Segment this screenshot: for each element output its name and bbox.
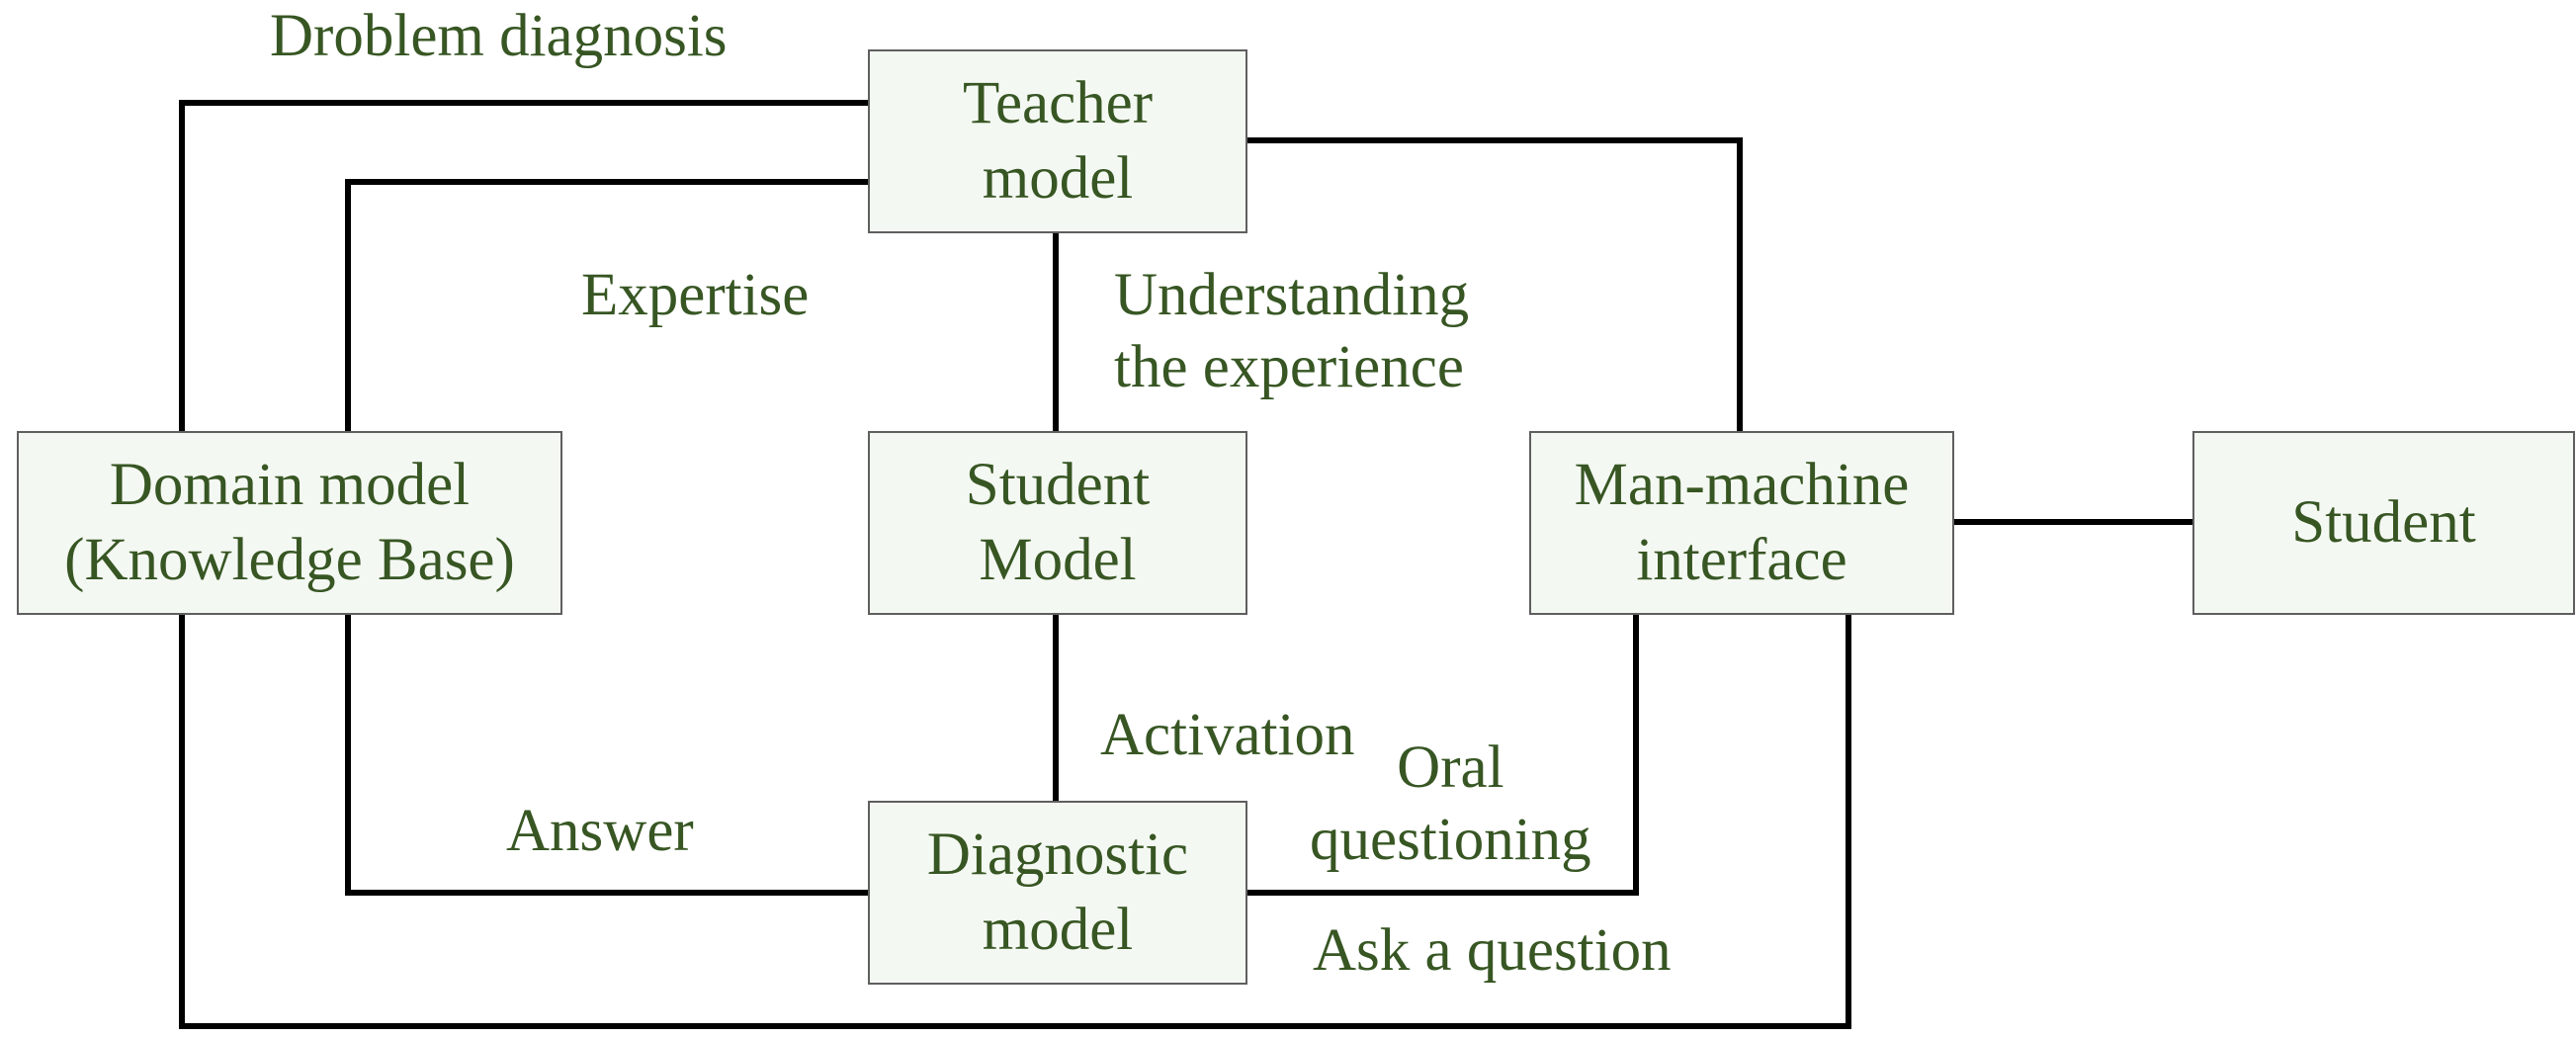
label-problem-diagnosis: Droblem diagnosis (270, 3, 728, 69)
label-oral-questioning: Oral questioning (1310, 735, 1591, 874)
connector-teacher-to-interface (1247, 137, 1743, 433)
label-ask-a-question: Ask a question (1313, 917, 1672, 984)
connector-problem-diagnosis (179, 100, 868, 433)
connector-expertise (345, 179, 868, 433)
teacher-model-box: Teacher model (868, 49, 1247, 233)
connector-answer (345, 613, 868, 896)
student-box: Student (2192, 431, 2575, 615)
label-expertise: Expertise (581, 262, 810, 328)
connector-oral-questioning (1247, 613, 1639, 896)
connector-ask-question (179, 613, 1851, 1029)
label-answer: Answer (506, 798, 694, 864)
label-understanding-experience: Understanding the experience (1114, 262, 1470, 401)
label-activation: Activation (1100, 702, 1355, 768)
student-model-box: Student Model (868, 431, 1247, 615)
diagnostic-model-box: Diagnostic model (868, 801, 1247, 985)
man-machine-interface-box: Man-machine interface (1529, 431, 1954, 615)
domain-model-box: Domain model (Knowledge Base) (17, 431, 562, 615)
